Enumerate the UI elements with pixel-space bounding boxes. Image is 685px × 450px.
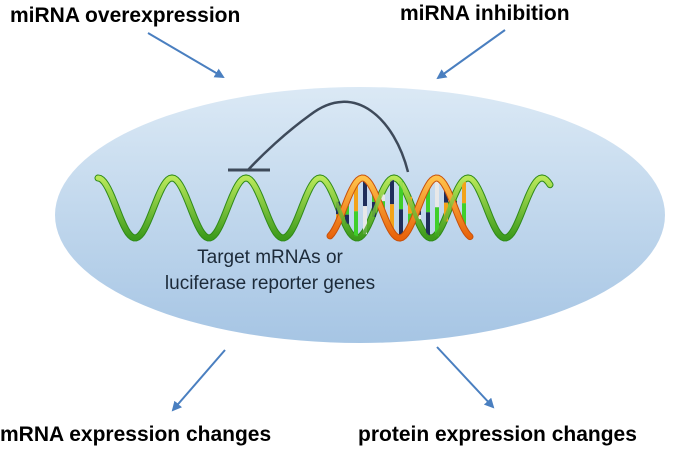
base-pair-top xyxy=(426,189,430,213)
cell-ellipse xyxy=(55,87,665,343)
ellipse-text-line2: luciferase reporter genes xyxy=(164,273,376,294)
label-mirna-overexpression: miRNA overexpression xyxy=(10,4,241,27)
base-pair-top xyxy=(381,194,385,202)
base-pair-top xyxy=(345,205,349,215)
base-pair-bottom xyxy=(399,209,403,238)
base-pair-bottom xyxy=(417,214,421,220)
base-pair-top xyxy=(462,181,466,204)
base-pair-top xyxy=(399,180,403,210)
base-pair-bottom xyxy=(363,206,367,235)
arrow-in-icon xyxy=(436,29,506,80)
label-mirna-inhibition: miRNA inhibition xyxy=(400,2,570,25)
green-strand-overlay xyxy=(328,175,472,240)
base-pair-bottom xyxy=(462,203,466,225)
base-pair-top xyxy=(363,178,367,207)
arrow-out-icon xyxy=(171,349,226,412)
inhibition-arc-icon xyxy=(247,100,410,173)
base-pair-bottom xyxy=(345,214,349,224)
arrow-out-icon xyxy=(436,346,495,409)
base-pair-bottom xyxy=(354,211,358,238)
arrow-in-icon xyxy=(147,32,225,79)
orange-strand xyxy=(327,175,473,241)
base-pair-top xyxy=(390,179,394,205)
base-pair-bottom xyxy=(435,207,439,237)
base-pair-bottom xyxy=(426,212,430,236)
label-mrna-expression-changes: mRNA expression changes xyxy=(0,423,272,446)
helix-strand xyxy=(95,175,553,241)
label-protein-expression-changes: protein expression changes xyxy=(358,423,637,446)
rna-helix-icon xyxy=(94,174,554,242)
base-pair-top xyxy=(354,185,358,212)
base-pair-bottom xyxy=(390,204,394,229)
dna-double-helix-icon xyxy=(326,174,474,242)
ellipse-text-line1: Target mRNAs or xyxy=(197,247,343,268)
base-pair-top xyxy=(435,178,439,208)
